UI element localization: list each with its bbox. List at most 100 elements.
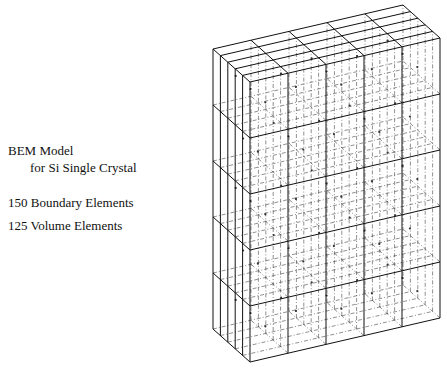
mesh-node — [273, 122, 275, 124]
boundary-edge — [213, 217, 250, 250]
mesh-node — [273, 234, 275, 236]
mesh-node — [302, 260, 304, 262]
hidden-edge — [251, 320, 288, 353]
hidden-edge — [327, 303, 364, 336]
hidden-edge — [235, 305, 425, 349]
hidden-edge — [349, 42, 350, 322]
hidden-edge — [251, 96, 288, 129]
hidden-edge — [365, 238, 402, 271]
hidden-edge — [251, 264, 288, 297]
hidden-edge — [258, 47, 259, 327]
boundary-edge — [227, 62, 228, 342]
hidden-edge — [394, 40, 395, 320]
mesh-node — [371, 292, 373, 294]
hidden-edge — [327, 79, 364, 112]
boundary-edge — [365, 14, 402, 47]
hidden-edge — [327, 135, 364, 168]
boundary-edge — [289, 31, 326, 64]
boundary-edge — [213, 49, 214, 329]
boundary-edge — [250, 206, 440, 250]
hidden-edge — [243, 311, 433, 355]
hidden-edge — [220, 236, 410, 280]
mesh-node — [340, 84, 342, 86]
hidden-edge — [432, 31, 433, 311]
mesh-node — [264, 213, 266, 215]
visible-mesh-lines — [213, 5, 440, 362]
boundary-edge — [228, 18, 418, 62]
hidden-edge — [289, 311, 326, 344]
hidden-edge — [220, 124, 410, 168]
hidden-edge — [213, 117, 403, 161]
mesh-node — [311, 281, 313, 283]
hidden-edge — [243, 255, 433, 299]
hidden-edge — [220, 180, 410, 224]
hidden-edge — [243, 87, 433, 131]
mesh-node — [340, 196, 342, 198]
hidden-edge — [265, 53, 266, 333]
hidden-edge — [213, 173, 403, 217]
hidden-edge — [341, 36, 342, 316]
boundary-edge — [402, 47, 403, 327]
hidden-edge — [251, 152, 288, 185]
hidden-edge — [327, 247, 364, 280]
boundary-edge — [235, 69, 236, 349]
boundary-edge — [326, 64, 327, 344]
hidden-edge — [356, 49, 357, 329]
mesh-node — [302, 148, 304, 150]
boundary-edge — [440, 38, 441, 318]
mesh-node — [409, 227, 411, 229]
mesh-node — [295, 198, 297, 200]
mesh-node — [387, 152, 389, 154]
mesh-node — [349, 216, 351, 218]
annotation-label: 125 Volume Elements — [8, 218, 122, 233]
mesh-node — [349, 104, 351, 106]
boundary-edge — [250, 262, 440, 306]
boundary-edge — [213, 161, 250, 194]
mesh-node — [340, 308, 342, 310]
hidden-edge — [280, 67, 281, 347]
hidden-edge — [213, 285, 403, 329]
hidden-mesh-lines — [213, 5, 440, 355]
boundary-edge — [364, 56, 365, 336]
hidden-edge — [243, 143, 433, 187]
boundary-edge — [250, 150, 440, 194]
hidden-edge — [296, 38, 297, 318]
mesh-node — [295, 86, 297, 88]
mesh-node — [416, 290, 418, 292]
boundary-edge — [327, 23, 364, 56]
mesh-node — [295, 310, 297, 312]
hidden-edge — [289, 255, 326, 288]
hidden-edge — [311, 51, 312, 331]
boundary-edge — [235, 25, 425, 69]
boundary-edge — [250, 94, 440, 138]
boundary-edge — [213, 5, 403, 49]
boundary-edge — [220, 12, 410, 56]
boundary-edge — [403, 5, 440, 38]
hidden-edge — [243, 199, 433, 243]
boundary-edge — [251, 40, 288, 73]
hidden-edge — [387, 34, 388, 314]
hidden-edge — [289, 87, 326, 120]
hidden-edge — [213, 229, 403, 273]
boundary-edge — [213, 329, 250, 362]
mesh-node — [257, 263, 259, 265]
mesh-node — [371, 68, 373, 70]
hidden-edge — [365, 294, 402, 327]
hidden-edge — [303, 45, 304, 325]
annotation-label: BEM Model — [8, 143, 73, 158]
mesh-node — [311, 169, 313, 171]
hidden-edge — [403, 229, 440, 262]
hidden-edge — [235, 249, 425, 293]
annotation-label: for Si Single Crystal — [30, 160, 137, 175]
hidden-edge — [372, 20, 373, 300]
mesh-node — [387, 264, 389, 266]
annotation-label: 150 Boundary Elements — [8, 195, 134, 210]
boundary-edge — [288, 73, 289, 353]
hidden-edge — [235, 137, 425, 181]
mesh-node — [416, 66, 418, 68]
mesh-node — [333, 245, 335, 247]
boundary-edge — [250, 38, 440, 82]
mesh-node — [257, 151, 259, 153]
boundary-edge — [213, 105, 250, 138]
